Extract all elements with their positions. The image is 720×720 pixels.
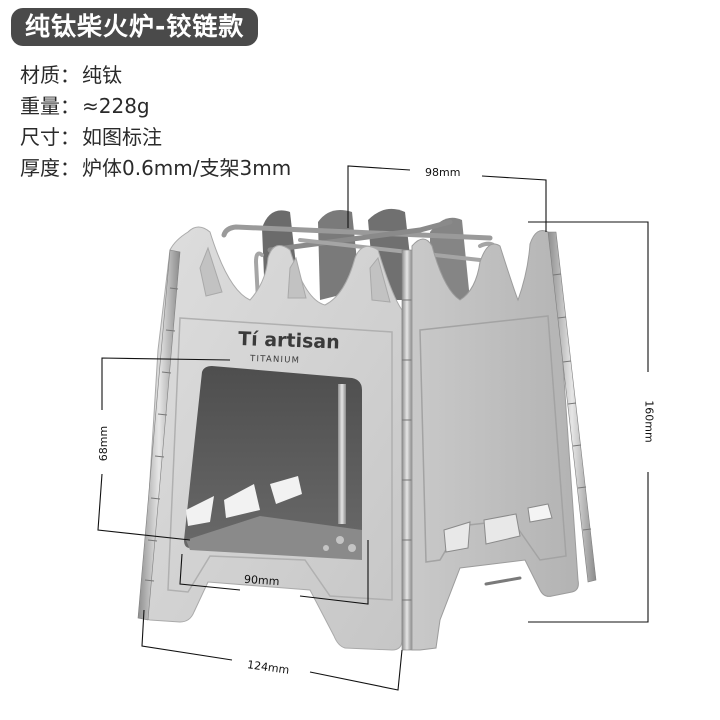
spec-key: 尺寸 <box>20 125 60 149</box>
dimension-lines <box>97 165 649 691</box>
spec-material: 材质：纯钛 <box>20 60 291 91</box>
spec-list: 材质：纯钛 重量：≈228g 尺寸：如图标注 厚度：炉体0.6mm/支架3mm <box>20 60 291 184</box>
spec-sep: ： <box>60 125 80 149</box>
spec-key: 重量 <box>20 94 60 118</box>
brand-sub: TITANIUM <box>249 354 300 366</box>
spec-key: 材质 <box>20 63 60 87</box>
spec-value: 如图标注 <box>82 125 162 149</box>
dim-height: 160mm <box>642 400 656 443</box>
dim-window-width: 90mm <box>243 572 280 589</box>
front-window <box>184 366 362 560</box>
brand-logo: Tí artisan <box>238 328 340 354</box>
spec-sep: ： <box>60 156 80 180</box>
right-hinge <box>547 231 597 583</box>
left-hinge <box>137 249 181 621</box>
spec-thickness: 厚度：炉体0.6mm/支架3mm <box>20 153 291 184</box>
spec-sep: ： <box>60 94 80 118</box>
spec-value: 炉体0.6mm/支架3mm <box>82 156 292 180</box>
spec-value: ≈228g <box>82 94 150 118</box>
spec-key: 厚度 <box>20 156 60 180</box>
center-hinge <box>401 249 413 651</box>
side-panel <box>411 230 579 651</box>
spec-sep: ： <box>60 63 80 87</box>
spec-value: 纯钛 <box>82 63 122 87</box>
product-title-badge: 纯钛柴火炉-铰链款 <box>11 8 259 46</box>
dim-window-height: 68mm <box>97 425 111 462</box>
dim-top-width: 98mm <box>425 166 461 179</box>
spec-size: 尺寸：如图标注 <box>20 122 291 153</box>
spec-weight: 重量：≈228g <box>20 91 291 122</box>
